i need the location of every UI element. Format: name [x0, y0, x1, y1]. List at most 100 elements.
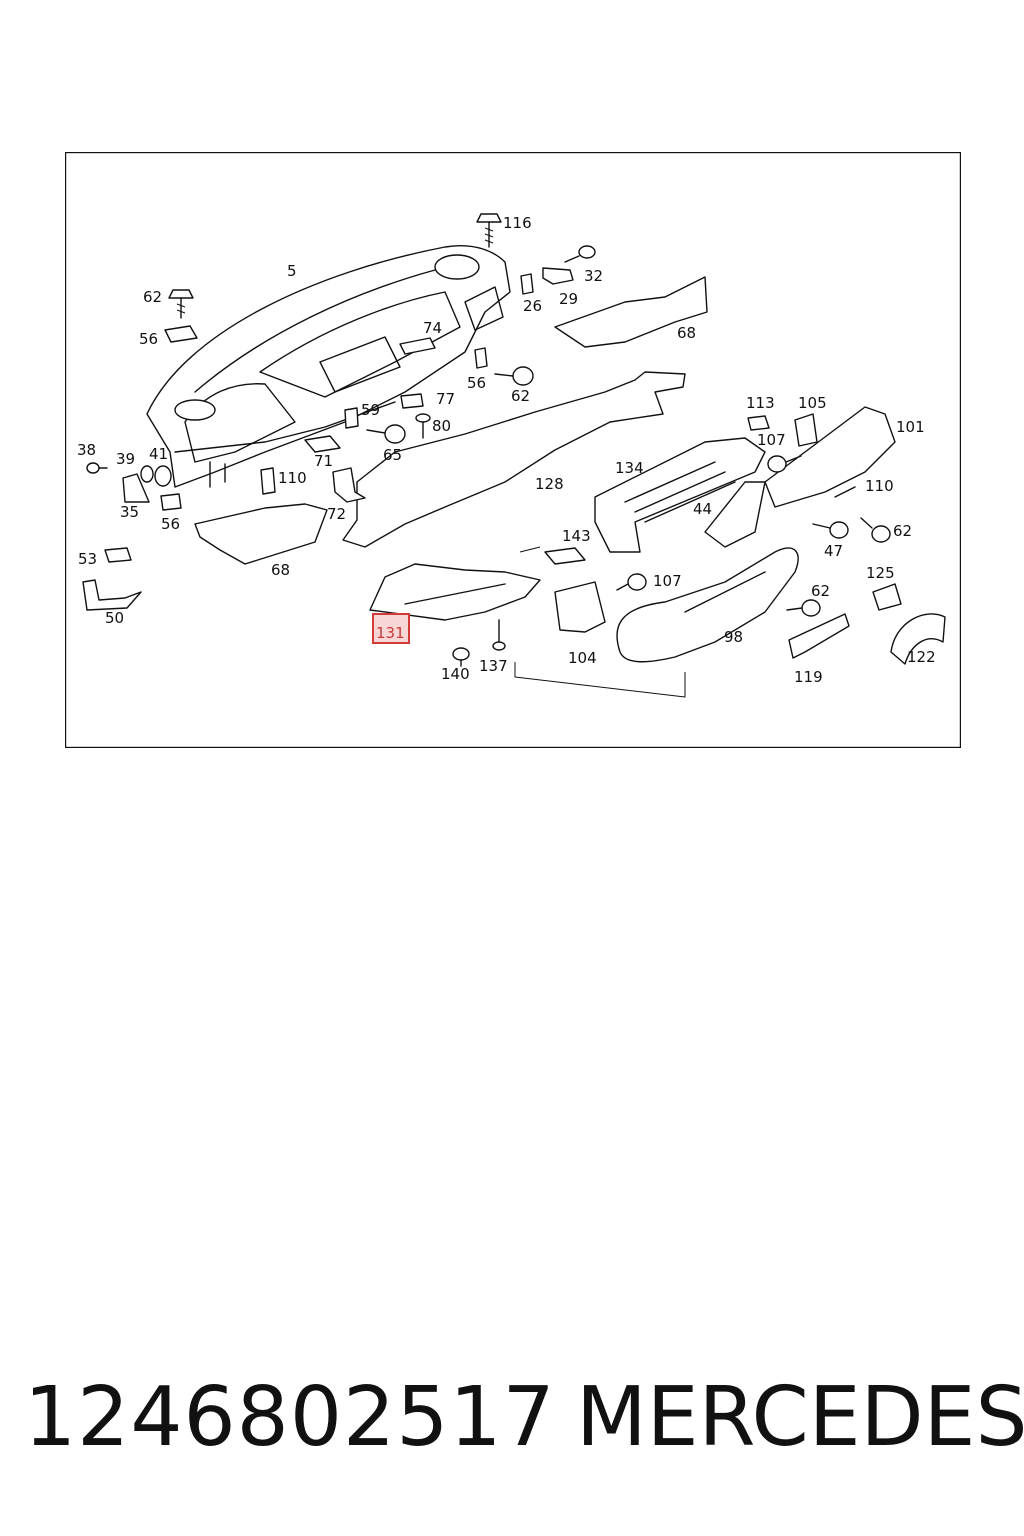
label-119: 119	[794, 668, 823, 686]
part-grille-143	[544, 547, 586, 565]
label-113: 113	[746, 394, 775, 412]
part-screw-80	[415, 413, 431, 439]
part-clip-56c	[160, 493, 182, 511]
label-56: 56	[467, 374, 486, 392]
part-clip-110b	[834, 486, 856, 498]
label-125: 125	[866, 564, 895, 582]
label-107: 107	[653, 572, 682, 590]
part-screw-62b	[494, 366, 534, 386]
part-cover-125	[872, 583, 902, 611]
part-dashboard	[146, 245, 511, 488]
footer: 1246802517 MERCEDES	[0, 1368, 1024, 1468]
part-screw-65	[366, 424, 406, 444]
label-110: 110	[865, 477, 894, 495]
label-62: 62	[143, 288, 162, 306]
part-screw-47	[812, 521, 849, 539]
label-122: 122	[907, 648, 936, 666]
part-clip-74	[399, 337, 436, 355]
label-105: 105	[798, 394, 827, 412]
label-131: 131	[376, 624, 405, 642]
label-62: 62	[893, 522, 912, 540]
label-68: 68	[271, 561, 290, 579]
exploded-view-drawing: 116 5 62 32 29 26 68 56 74 56 62 59 77 8…	[65, 152, 961, 748]
part-screw-107a	[767, 455, 802, 473]
label-80: 80	[432, 417, 451, 435]
label-72: 72	[327, 505, 346, 523]
part-insulation-68a	[554, 276, 708, 348]
part-bracket-105	[794, 413, 818, 447]
label-56: 56	[139, 330, 158, 348]
label-62: 62	[511, 387, 530, 405]
highlight-box-131	[372, 613, 410, 644]
part-bracket-104	[554, 581, 606, 633]
part-bracket-39	[122, 473, 150, 503]
label-110: 110	[278, 469, 307, 487]
label-134: 134	[615, 459, 644, 477]
label-98: 98	[724, 628, 743, 646]
part-trim-119	[788, 613, 850, 659]
brand-name: MERCEDES	[576, 1370, 1024, 1465]
label-56: 56	[161, 515, 180, 533]
part-screw-137	[492, 619, 506, 651]
part-number: 1246802517	[24, 1370, 556, 1465]
label-47: 47	[824, 542, 843, 560]
part-clip-59	[344, 407, 359, 429]
part-glovebox-98	[616, 547, 799, 663]
label-32: 32	[584, 267, 603, 285]
part-screw-62c	[860, 517, 891, 543]
part-screw-62d	[786, 599, 821, 617]
part-washer-41	[140, 465, 172, 487]
label-35: 35	[120, 503, 139, 521]
label-65: 65	[383, 446, 402, 464]
label-77: 77	[436, 390, 455, 408]
parts-diagram: 116 5 62 32 29 26 68 56 74 56 62 59 77 8…	[65, 152, 961, 748]
part-bolt-62a	[168, 289, 194, 319]
label-143: 143	[562, 527, 591, 545]
label-137: 137	[479, 657, 508, 675]
part-screw-107b	[616, 573, 647, 591]
part-clip-53	[104, 547, 132, 563]
part-bracket-50	[82, 579, 142, 611]
part-clip-56a	[164, 325, 198, 343]
label-101: 101	[896, 418, 925, 436]
label-44: 44	[693, 500, 712, 518]
part-vent-44	[704, 481, 766, 548]
part-panel-101	[764, 406, 896, 508]
label-140: 140	[441, 665, 470, 683]
part-clip-26	[520, 273, 534, 295]
label-39: 39	[116, 450, 135, 468]
label-62: 62	[811, 582, 830, 600]
part-screw-38	[86, 462, 108, 474]
label-104: 104	[568, 649, 597, 667]
part-bolt-116	[476, 213, 502, 248]
part-clip-140	[452, 647, 470, 667]
label-38: 38	[77, 441, 96, 459]
label-59: 59	[361, 401, 380, 419]
callout-line	[519, 546, 541, 553]
part-clip-56b	[474, 347, 488, 369]
label-71: 71	[314, 452, 333, 470]
part-duct-131	[369, 563, 541, 621]
part-insulation-128	[342, 371, 686, 548]
part-clip-110a	[260, 467, 276, 495]
part-labels: 116 5 62 32 29 26 68 56 74 56 62 59 77 8…	[77, 214, 936, 686]
part-duct-134	[594, 437, 766, 553]
label-41: 41	[149, 445, 168, 463]
part-nut-77	[400, 393, 424, 409]
label-116: 116	[503, 214, 532, 232]
label-26: 26	[523, 297, 542, 315]
label-5: 5	[287, 262, 297, 280]
part-fastener-32	[564, 245, 596, 263]
label-53: 53	[78, 550, 97, 568]
label-68: 68	[677, 324, 696, 342]
label-107: 107	[757, 431, 786, 449]
part-bracket-29	[542, 267, 574, 285]
part-trim-122	[890, 613, 946, 665]
part-insulation-68b	[194, 503, 328, 565]
part-bracket-72	[332, 467, 366, 503]
part-clip-71	[304, 435, 341, 453]
part-nut-113	[747, 415, 770, 431]
label-29: 29	[559, 290, 578, 308]
label-50: 50	[105, 609, 124, 627]
label-74: 74	[423, 319, 442, 337]
